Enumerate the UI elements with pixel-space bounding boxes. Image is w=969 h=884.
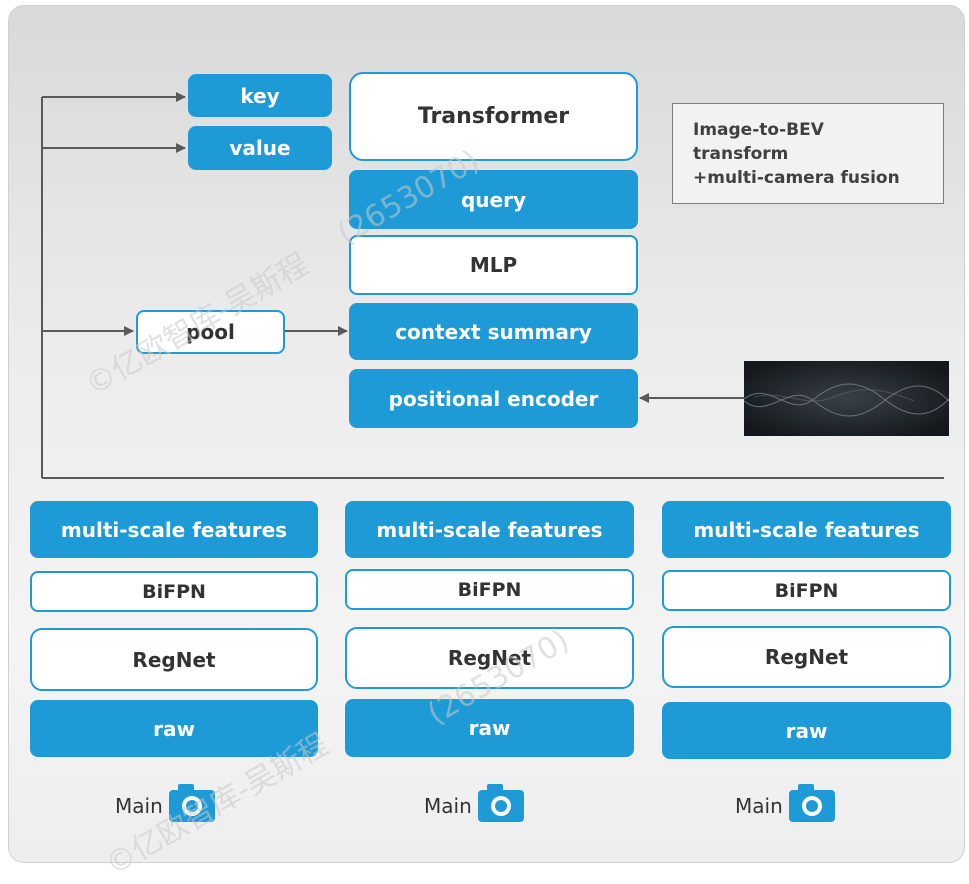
multi-scale-features-box-2: multi-scale features (345, 501, 634, 558)
note-line-1: Image-to-BEV (693, 120, 824, 140)
context-summary-box: context summary (349, 303, 638, 360)
camera-icon (168, 784, 215, 827)
bev-transform-note: Image-to-BEV transform +multi-camera fus… (672, 103, 944, 204)
regnet-box-2: RegNet (345, 627, 634, 689)
positional-encoding-image (743, 361, 950, 436)
bifpn-box-2: BiFPN (345, 569, 634, 610)
note-line-3: +multi-camera fusion (693, 168, 900, 188)
raw-box-2: raw (345, 699, 634, 757)
transformer-box: Transformer (349, 72, 638, 161)
camera-label-3: Main (735, 793, 783, 818)
bifpn-box-1: BiFPN (30, 571, 318, 612)
pool-box: pool (136, 310, 285, 354)
mlp-box: MLP (349, 235, 638, 295)
raw-box-1: raw (30, 700, 318, 757)
camera-main-3: Main (735, 784, 835, 827)
note-line-2: transform (693, 144, 789, 164)
positional-encoder-box: positional encoder (349, 369, 638, 428)
camera-main-1: Main (115, 784, 215, 827)
regnet-box-1: RegNet (30, 628, 318, 691)
camera-label-1: Main (115, 793, 163, 818)
camera-icon (477, 784, 524, 827)
multi-scale-features-box-1: multi-scale features (30, 501, 318, 558)
multi-scale-features-box-3: multi-scale features (662, 501, 951, 558)
regnet-box-3: RegNet (662, 626, 951, 688)
query-box: query (349, 170, 638, 229)
bifpn-box-3: BiFPN (662, 570, 951, 611)
key-box: key (188, 74, 332, 117)
camera-main-2: Main (424, 784, 524, 827)
value-box: value (188, 126, 332, 170)
backbone-line (41, 97, 944, 479)
raw-box-3: raw (662, 702, 951, 759)
camera-icon (788, 784, 835, 827)
camera-label-2: Main (424, 793, 472, 818)
